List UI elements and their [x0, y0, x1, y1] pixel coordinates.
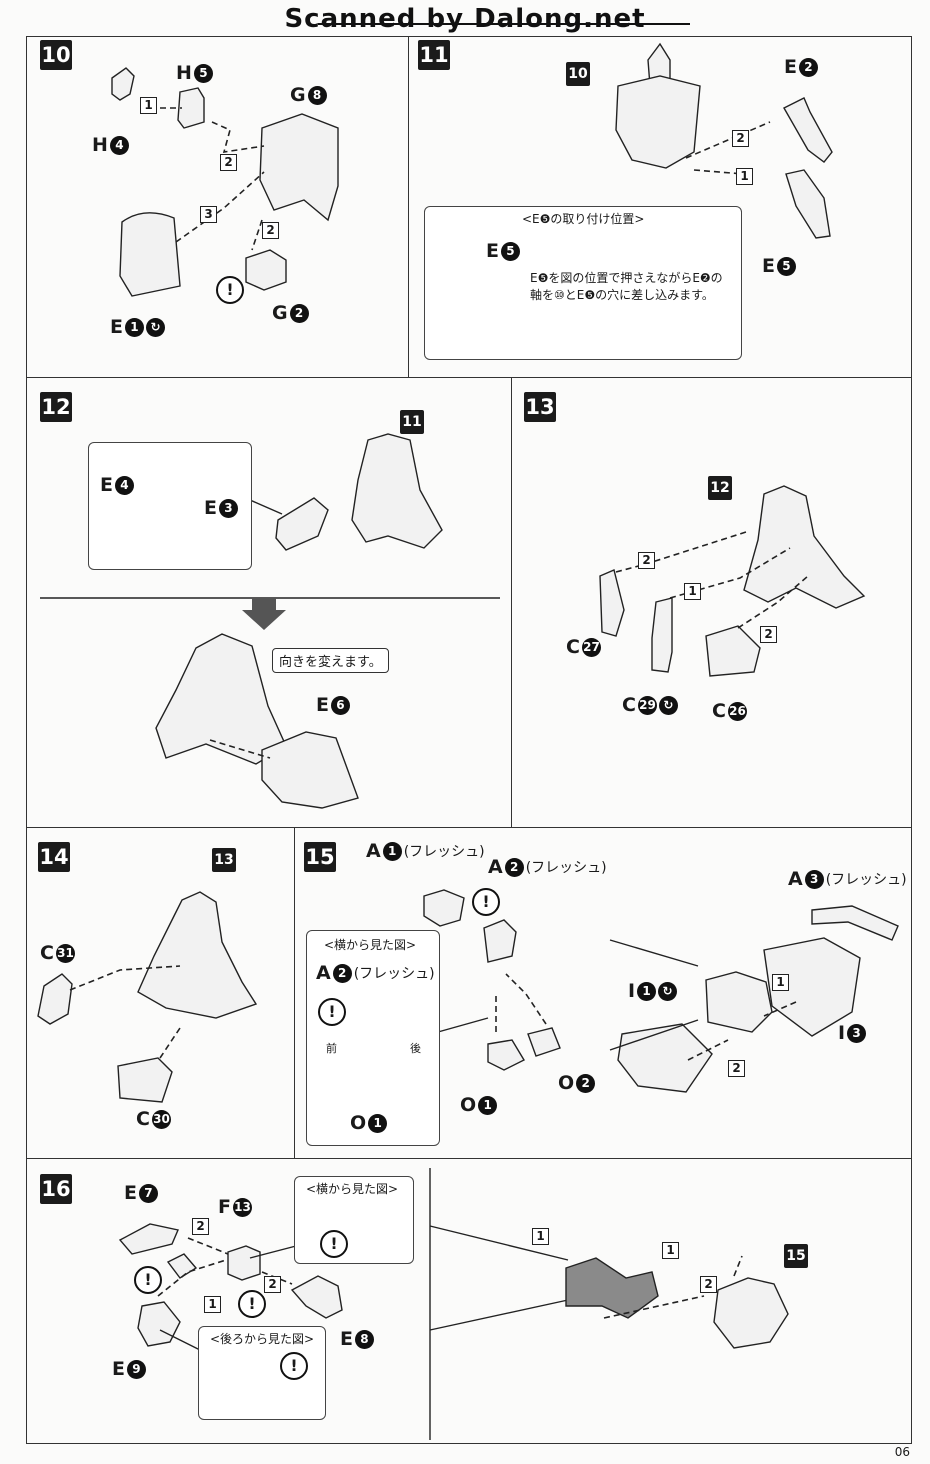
- step-number-11: 11: [418, 40, 450, 70]
- turn-around-callout: 向きを変えます。: [272, 648, 389, 673]
- sequence-marker: 1: [736, 168, 753, 185]
- page-number: 06: [894, 1445, 910, 1459]
- step-number-10: 10: [40, 40, 72, 70]
- step-number-15: 15: [304, 842, 336, 872]
- step15-art: [326, 889, 899, 1102]
- step-number-14: 14: [38, 842, 70, 872]
- sequence-marker: 1: [532, 1228, 549, 1245]
- detail-instruction-text: E❺を図の位置で押さえながらE❷の 軸を⑩とE❺の穴に差し込みます。: [530, 271, 723, 302]
- scan-watermark-header: Scanned by Dalong.net: [0, 4, 930, 34]
- sequence-marker: 3: [200, 206, 217, 223]
- step-number-12: 12: [40, 392, 72, 422]
- sequence-marker: 1: [204, 1296, 221, 1313]
- sequence-marker: 2: [262, 222, 279, 239]
- side-view-box: [306, 930, 440, 1146]
- caution-icon: !: [472, 888, 500, 916]
- caution-icon: !: [280, 1352, 308, 1380]
- step14-art: [37, 891, 258, 1103]
- sequence-marker: 1: [772, 974, 789, 991]
- caution-icon: !: [318, 998, 346, 1026]
- sequence-marker: 2: [700, 1276, 717, 1293]
- sequence-marker: 2: [760, 626, 777, 643]
- side-view-title: <横から見た図>: [306, 1182, 399, 1196]
- caution-icon: !: [216, 276, 244, 304]
- reference-step-10: 10: [566, 62, 590, 86]
- sequence-marker: 2: [638, 552, 655, 569]
- sequence-marker: 2: [728, 1060, 745, 1077]
- side-view-title: <横から見た図>: [324, 938, 417, 952]
- reference-step-15: 15: [784, 1244, 808, 1268]
- reference-step-13: 13: [212, 848, 236, 872]
- step16-art: [118, 1168, 789, 1440]
- reference-step-12: 12: [708, 476, 732, 500]
- back-label: 後: [410, 1042, 421, 1055]
- detail-box-title: <E❺の取り付け位置>: [522, 212, 645, 226]
- detail-box-e5-position: [424, 206, 742, 360]
- step10-art: [111, 67, 339, 297]
- step-number-16: 16: [40, 1174, 72, 1204]
- sequence-marker: 2: [264, 1276, 281, 1293]
- rear-view-title: <後ろから見た図>: [210, 1332, 315, 1346]
- front-label: 前: [326, 1042, 337, 1055]
- caution-icon: !: [238, 1290, 266, 1318]
- step13-art: [599, 485, 866, 677]
- side-view-box: [294, 1176, 414, 1264]
- sequence-marker: 1: [662, 1242, 679, 1259]
- caution-icon: !: [320, 1230, 348, 1258]
- sequence-marker: 1: [684, 583, 701, 600]
- caution-icon: !: [134, 1266, 162, 1294]
- step-number-13: 13: [524, 392, 556, 422]
- sequence-marker: 2: [192, 1218, 209, 1235]
- panel-step-16: [26, 1158, 912, 1444]
- sequence-marker: 2: [732, 130, 749, 147]
- reference-step-11: 11: [400, 410, 424, 434]
- sequence-marker: 1: [140, 97, 157, 114]
- sequence-marker: 2: [220, 154, 237, 171]
